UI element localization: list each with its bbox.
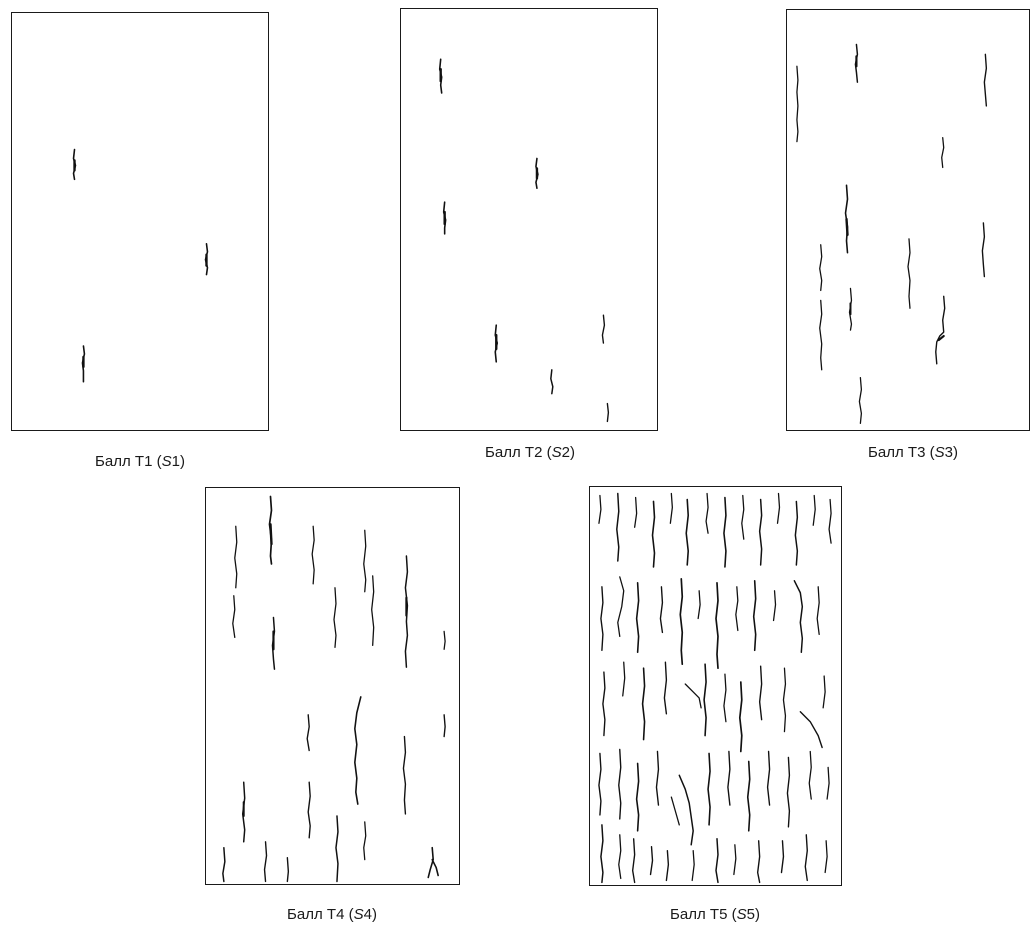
sample-panel-t4 (205, 487, 460, 885)
caption-t4: Балл T4 (S4) (287, 906, 377, 923)
caption-t4-label: Балл T4 (287, 906, 344, 923)
caption-t3-symbol: S (935, 444, 945, 461)
crack-pattern-t3 (787, 10, 1029, 430)
sample-panel-t1 (11, 12, 269, 431)
caption-t4-symbol: S (354, 906, 364, 923)
caption-t1-symbol: S (162, 453, 172, 470)
sample-panel-t2 (400, 8, 658, 431)
caption-t2: Балл T2 (S2) (485, 444, 575, 461)
sample-panel-t3 (786, 9, 1030, 431)
caption-t3: Балл T3 (S3) (868, 444, 958, 461)
crack-pattern-t1 (12, 13, 268, 430)
caption-t5-label: Балл T5 (670, 906, 727, 923)
caption-t1-number: 1 (172, 453, 180, 470)
caption-t3-number: 3 (945, 444, 953, 461)
sample-panel-t5 (589, 486, 842, 886)
caption-t2-number: 2 (562, 444, 570, 461)
caption-t1-label: Балл T1 (95, 453, 152, 470)
caption-t5-symbol: S (737, 906, 747, 923)
caption-t5: Балл T5 (S5) (670, 906, 760, 923)
crack-pattern-t2 (401, 9, 657, 430)
caption-t2-symbol: S (552, 444, 562, 461)
caption-t2-label: Балл T2 (485, 444, 542, 461)
crack-pattern-t5 (590, 487, 841, 885)
caption-t4-number: 4 (364, 906, 372, 923)
crack-pattern-t4 (206, 488, 459, 884)
caption-t5-number: 5 (747, 906, 755, 923)
caption-t3-label: Балл T3 (868, 444, 925, 461)
caption-t1: Балл T1 (S1) (95, 453, 185, 470)
